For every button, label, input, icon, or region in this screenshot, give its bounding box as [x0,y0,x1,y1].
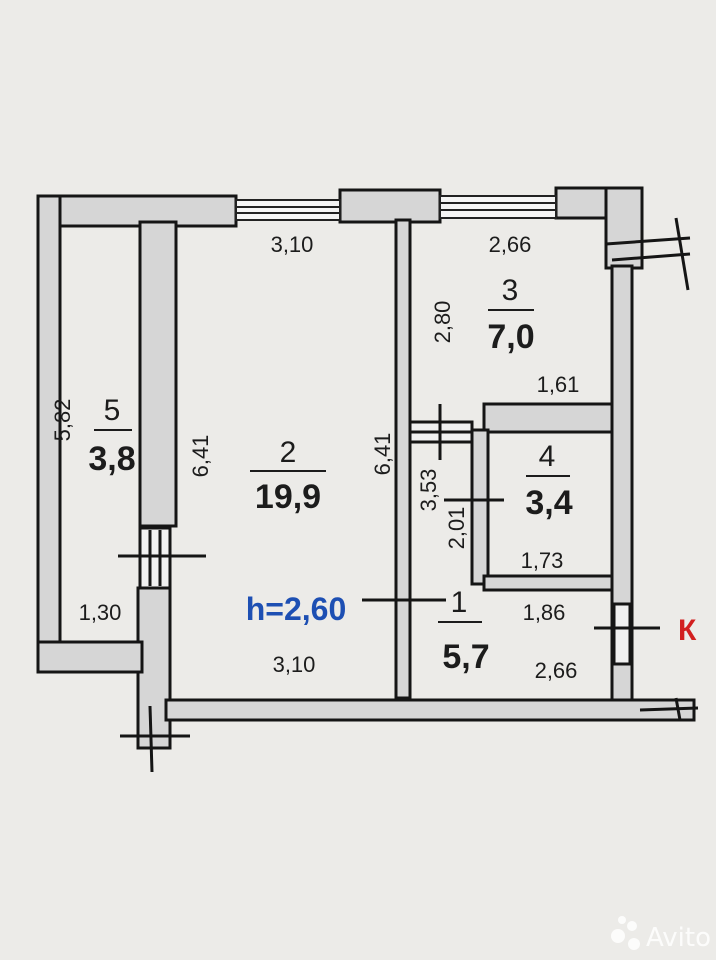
door-5-2 [138,526,172,590]
room-4-number: 4 [539,440,556,473]
wall-right-upper [604,186,644,270]
cut-label: К [678,614,697,647]
wall-5-2-upper [138,220,178,528]
dim-room4-top: 1,61 [537,372,580,397]
wall-room4-top [482,402,614,434]
dim-room2-top: 3,10 [271,232,314,257]
dim-room4-bottom: 1,73 [521,548,564,573]
room-3-number: 3 [502,274,519,307]
ceiling-height: h=2,60 [246,591,347,627]
dim-room5-side: 5,82 [50,399,75,442]
watermark-text: Avito [646,923,711,953]
dim-room3-top: 2,66 [489,232,532,257]
room-1-area: 5,7 [442,638,489,676]
window-room3 [439,195,557,219]
dim-room1-mid: 1,86 [523,600,566,625]
dim-room2-left: 6,41 [188,435,213,478]
avito-logo-icon [611,916,640,950]
dimensions: 3,10 3,10 6,41 6,41 2,66 2,80 1,61 3,53 … [50,232,579,683]
wall-room4-bottom [482,574,614,592]
walls [36,186,696,750]
wall-room4-left [470,428,490,586]
wall-partition-2 [394,218,412,700]
dim-room1-bottom: 2,66 [535,658,578,683]
room-4-area: 3,4 [525,484,572,522]
room-1-number: 1 [451,586,468,619]
wall-bottom [164,698,696,722]
room-5-area: 3,8 [88,440,135,478]
room-3-area: 7,0 [487,318,534,356]
watermark: Avito [611,916,711,953]
dim-room5-bottom: 1,30 [79,600,122,625]
dim-room4-side-a: 3,53 [416,469,441,512]
room-2-area: 19,9 [255,478,321,516]
window-room2 [235,199,341,221]
dim-room2-bottom: 3,10 [273,652,316,677]
room-labels: 2 19,9 3 7,0 4 3,4 1 5,7 5 3,8 [88,274,572,676]
windows [235,195,557,221]
dim-room3-side: 2,80 [430,301,455,344]
door-marks [118,217,699,773]
wall-top-mid [338,188,442,224]
room-5-number: 5 [104,394,121,427]
wall-room5-bottom [36,640,144,674]
dim-room2-right: 6,41 [370,433,395,476]
dim-room4-side-b: 2,01 [444,507,469,550]
door-right [612,602,632,666]
room-2-number: 2 [280,436,297,469]
